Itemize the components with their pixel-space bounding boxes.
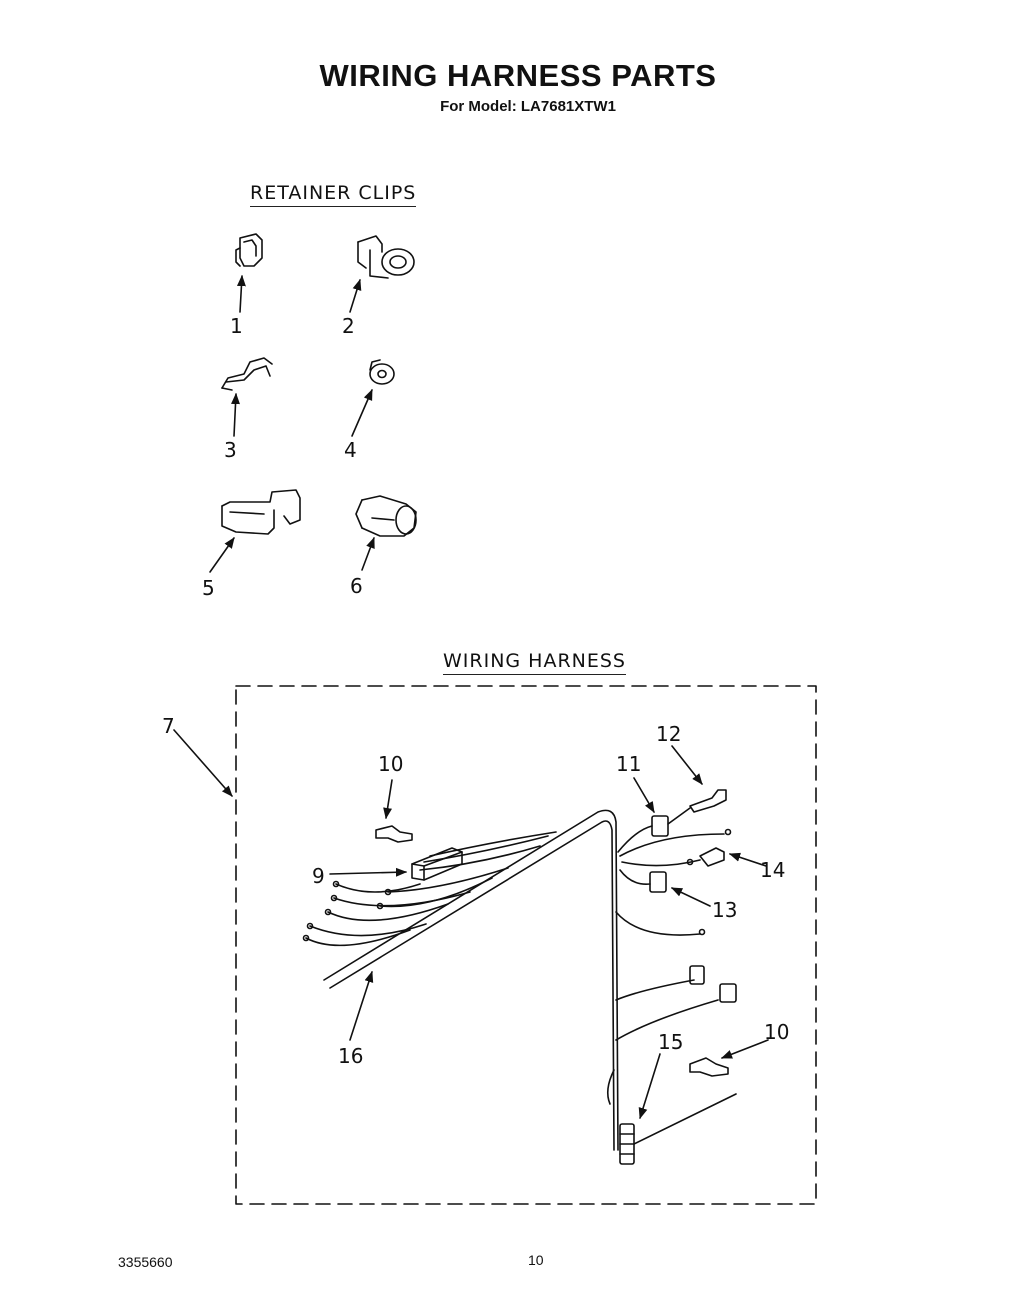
connector-part-9 — [411, 847, 463, 881]
harness-right-branches — [606, 911, 737, 1105]
page-number: 10 — [528, 1252, 544, 1268]
connector-part-14 — [619, 828, 732, 867]
document-number: 3355660 — [118, 1254, 173, 1270]
clip-part-5 — [221, 489, 301, 535]
callout-7: 7 — [162, 714, 175, 738]
arrow-part-13 — [670, 887, 711, 907]
arrow-part-15 — [638, 1053, 661, 1120]
clip-part-4 — [369, 359, 395, 385]
retainer-clips-heading: RETAINER CLIPS — [250, 182, 417, 207]
callout-9: 9 — [312, 864, 325, 888]
harness-left-branches — [302, 831, 557, 947]
wiring-harness-heading: WIRING HARNESS — [443, 650, 626, 675]
harness-assembly-box — [235, 685, 817, 1205]
connector-part-15 — [619, 1093, 737, 1165]
callout-1: 1 — [230, 314, 243, 338]
connector-part-11 — [617, 815, 669, 853]
arrow-part-4 — [351, 388, 373, 437]
callout-4: 4 — [344, 438, 357, 462]
arrow-part-10-upper — [383, 779, 393, 820]
callout-16: 16 — [338, 1044, 364, 1068]
callout-5: 5 — [202, 576, 215, 600]
callout-11: 11 — [616, 752, 642, 776]
callout-15: 15 — [658, 1030, 684, 1054]
clip-part-1 — [235, 233, 263, 267]
arrow-part-2 — [349, 278, 362, 313]
clip-part-2 — [357, 235, 415, 279]
arrow-part-10-lower — [720, 1039, 769, 1059]
callout-3: 3 — [224, 438, 237, 462]
callout-10-upper: 10 — [378, 752, 404, 776]
arrow-part-12 — [671, 745, 703, 785]
arrow-part-5 — [209, 537, 235, 573]
arrow-part-7 — [173, 729, 233, 797]
arrow-part-1 — [236, 274, 246, 313]
callout-13: 13 — [712, 898, 738, 922]
callout-2: 2 — [342, 314, 355, 338]
terminal-part-10-upper — [375, 825, 413, 843]
arrow-part-9 — [329, 867, 408, 877]
callout-6: 6 — [350, 574, 363, 598]
clip-part-3 — [221, 357, 273, 391]
arrow-part-11 — [633, 777, 655, 813]
harness-trunk — [323, 809, 619, 1151]
page-title: WIRING HARNESS PARTS — [319, 58, 717, 93]
callout-14: 14 — [760, 858, 786, 882]
arrow-part-6 — [361, 536, 375, 571]
arrow-part-3 — [231, 392, 240, 437]
arrow-part-16 — [349, 970, 374, 1041]
callout-10-lower: 10 — [764, 1020, 790, 1044]
callout-12: 12 — [656, 722, 682, 746]
model-subtitle: For Model: LA7681XTW1 — [440, 98, 616, 115]
clip-part-6 — [355, 495, 417, 537]
terminal-part-10-lower — [689, 1057, 729, 1077]
arrow-part-14 — [728, 852, 767, 867]
terminal-part-12 — [667, 789, 727, 825]
connector-part-13 — [619, 869, 667, 893]
